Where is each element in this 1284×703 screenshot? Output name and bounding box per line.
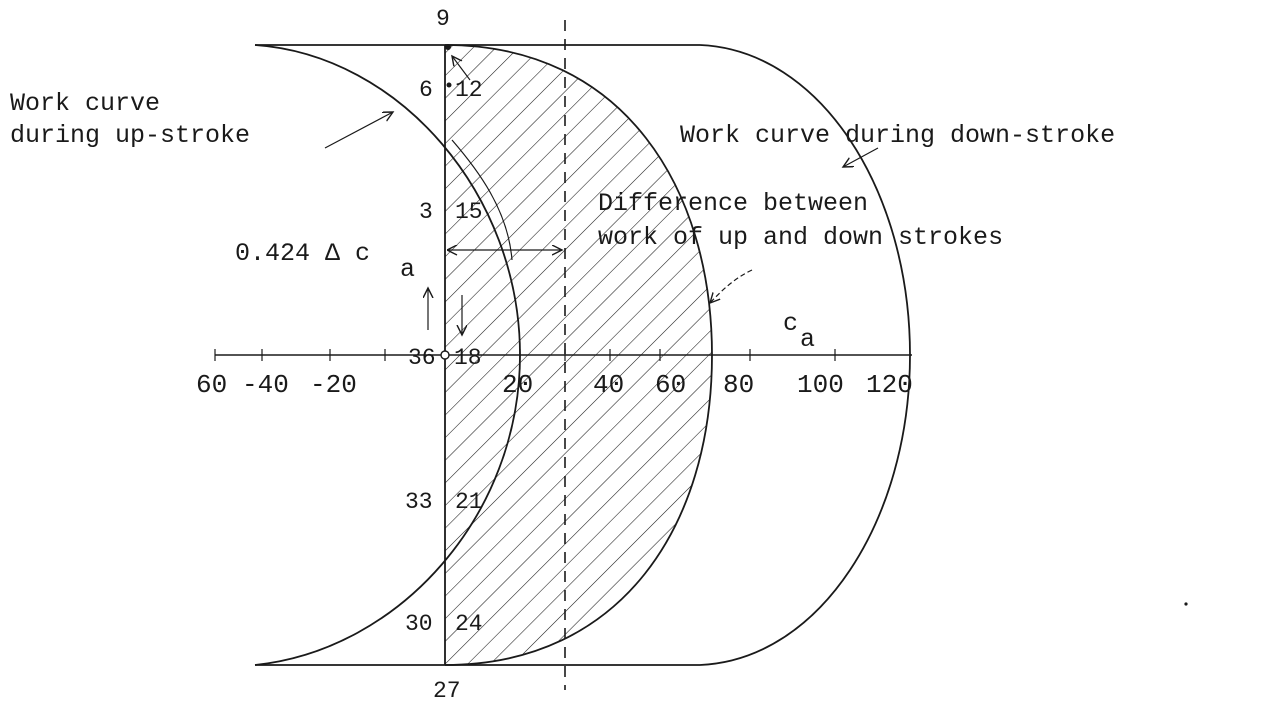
- crank-label-36: 36: [408, 345, 436, 371]
- difference-label-line2: work of up and down strokes: [598, 223, 1003, 252]
- axis-label: c: [783, 309, 798, 338]
- tick-label: 80: [723, 370, 754, 400]
- tick-label: 60: [655, 370, 686, 400]
- axis-ticks: [214, 349, 836, 361]
- difference-label-line1: Difference between: [598, 189, 868, 218]
- down-stroke-label: Work curve during down-stroke: [680, 121, 1115, 150]
- tick-label: -40: [242, 370, 289, 400]
- tick-label: 60: [196, 370, 227, 400]
- crank-label-15: 15: [455, 199, 483, 225]
- crank-label-27: 27: [433, 678, 461, 703]
- difference-label-arrow: [710, 269, 753, 303]
- crank-label-3: 3: [419, 199, 433, 225]
- crank-label-21: 21: [455, 489, 483, 515]
- crank-label-12: 12: [455, 77, 483, 103]
- crank-label-6: 6: [419, 77, 433, 103]
- tick-label: 20: [502, 370, 533, 400]
- delta-label-subscript: a: [400, 255, 415, 284]
- stray-dot: [1184, 602, 1188, 606]
- crank-pointer-arrow: [452, 56, 471, 81]
- crank-label-18: 18: [454, 345, 482, 371]
- delta-label: 0.424 Δ c: [235, 239, 370, 268]
- crank-label-9: 9: [436, 6, 450, 32]
- tick-label: 120: [866, 370, 913, 400]
- axis-label-subscript: a: [800, 325, 815, 354]
- down-stroke-label-arrow: [843, 147, 879, 167]
- top-point: [445, 44, 451, 50]
- origin-point: [440, 350, 450, 360]
- crank-label-33: 33: [405, 489, 433, 515]
- tick-label: 100: [797, 370, 844, 400]
- up-stroke-label-arrow: [324, 112, 393, 149]
- up-stroke-label-line1: Work curve: [10, 89, 160, 118]
- difference-boundary-curve: [444, 44, 713, 666]
- inner-up-stroke-branch: [451, 139, 513, 261]
- point-6-12: [446, 82, 452, 88]
- crank-label-30: 30: [405, 611, 433, 637]
- tick-label: -20: [310, 370, 357, 400]
- down-stroke-work-curve: [699, 44, 911, 666]
- crank-label-24: 24: [455, 611, 483, 637]
- tick-label: 40: [593, 370, 624, 400]
- up-stroke-work-curve: [254, 44, 521, 666]
- up-stroke-label-line2: during up-stroke: [10, 121, 250, 150]
